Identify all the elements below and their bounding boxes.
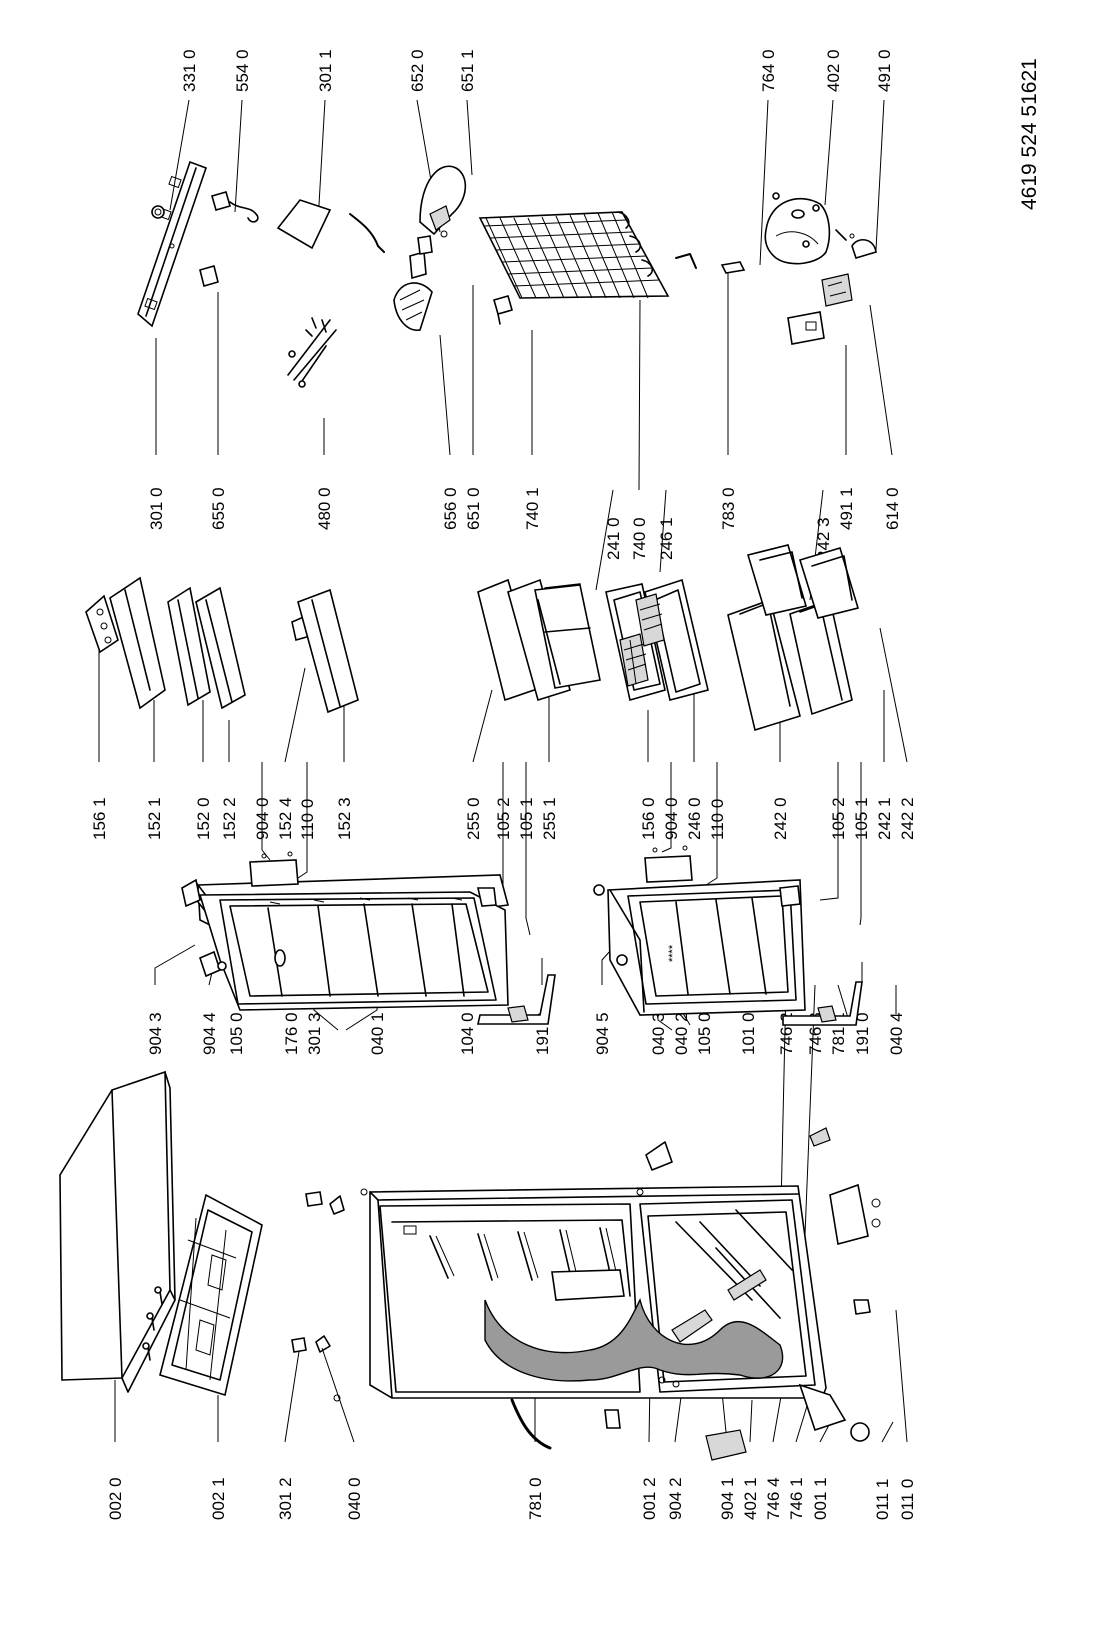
door-gasket-upper <box>249 851 556 1025</box>
worktop-part <box>59 1070 176 1393</box>
freezer-shelves <box>477 578 709 702</box>
part-label: 104 0 <box>458 1012 477 1055</box>
part-label: 001 1 <box>811 1477 830 1520</box>
part-label: 105 0 <box>695 1012 714 1055</box>
part-label: 554 0 <box>233 49 252 92</box>
part-label: 255 1 <box>540 797 559 840</box>
part-label: 152 3 <box>335 797 354 840</box>
part-label: 480 0 <box>315 487 334 530</box>
part-label: 152 0 <box>194 797 213 840</box>
part-label: 156 1 <box>90 797 109 840</box>
freezer-door-part: **** <box>593 879 806 1016</box>
part-label: 002 1 <box>209 1477 228 1520</box>
part-label: 652 0 <box>408 49 427 92</box>
fridge-door-part <box>181 874 510 1011</box>
svg-text:****: **** <box>667 944 679 962</box>
part-label: 651 0 <box>464 487 483 530</box>
part-label: 242 2 <box>898 797 917 840</box>
part-label: 781 0 <box>526 1477 545 1520</box>
part-label: 301 3 <box>305 1012 324 1055</box>
part-label: 904 1 <box>718 1477 737 1520</box>
part-label: 156 0 <box>639 797 658 840</box>
part-label: 746 4 <box>764 1477 783 1520</box>
part-label: 241 0 <box>604 517 623 560</box>
part-label: 331 0 <box>180 49 199 92</box>
part-label: 491 1 <box>837 487 856 530</box>
part-label: 655 0 <box>209 487 228 530</box>
part-label: 040 4 <box>887 1012 906 1055</box>
part-label: 040 3 <box>649 1012 668 1055</box>
control-panel-parts <box>137 160 467 388</box>
part-label: 904 4 <box>200 1012 219 1055</box>
part-label: 040 1 <box>368 1012 387 1055</box>
door-balconies <box>85 576 359 714</box>
part-label: 002 0 <box>106 1477 125 1520</box>
freezer-drawers <box>727 544 860 732</box>
part-label: 301 1 <box>316 49 335 92</box>
part-label: 783 0 <box>719 487 738 530</box>
part-label: 152 2 <box>220 797 239 840</box>
evaporator-coil-part <box>478 211 746 325</box>
part-label: 176 0 <box>282 1012 301 1055</box>
document-number: 4619 524 51621 <box>1018 58 1041 210</box>
part-label: 152 4 <box>276 797 295 840</box>
part-label: 040 0 <box>345 1477 364 1520</box>
part-label: 764 0 <box>759 49 778 92</box>
cabinet-part <box>333 1185 827 1402</box>
part-label: 614 0 <box>883 487 902 530</box>
part-label: 011 1 <box>873 1479 892 1520</box>
compressor-parts <box>764 192 877 345</box>
part-label: 191 0 <box>853 1012 872 1055</box>
part-label: 040 2 <box>672 1012 691 1055</box>
part-label: 746 1 <box>787 1477 806 1520</box>
part-label: 301 2 <box>276 1477 295 1520</box>
part-label: 740 1 <box>523 487 542 530</box>
part-label: 740 0 <box>630 517 649 560</box>
part-label: 255 0 <box>464 797 483 840</box>
part-label: 246 0 <box>685 797 704 840</box>
part-label: 242 1 <box>875 797 894 840</box>
part-label: 152 1 <box>145 797 164 840</box>
part-label: 301 0 <box>147 487 166 530</box>
part-label: 491 0 <box>875 49 894 92</box>
part-label: 402 1 <box>741 1477 760 1520</box>
part-label: 242 0 <box>771 797 790 840</box>
part-label: 001 2 <box>640 1477 659 1520</box>
part-label: 011 0 <box>898 1479 917 1520</box>
part-label: 904 5 <box>593 1012 612 1055</box>
part-label: 246 1 <box>657 517 676 560</box>
door-gasket-lower <box>644 845 863 1026</box>
worktop-frame-part <box>159 1193 263 1397</box>
hinge-parts <box>291 1127 881 1461</box>
part-label: 101 0 <box>739 1012 758 1055</box>
part-label: 656 0 <box>441 487 460 530</box>
part-label: 904 2 <box>666 1477 685 1520</box>
part-label: 402 0 <box>824 49 843 92</box>
part-label: 904 3 <box>146 1012 165 1055</box>
part-label: 105 0 <box>227 1012 246 1055</box>
part-label: 651 1 <box>458 49 477 92</box>
